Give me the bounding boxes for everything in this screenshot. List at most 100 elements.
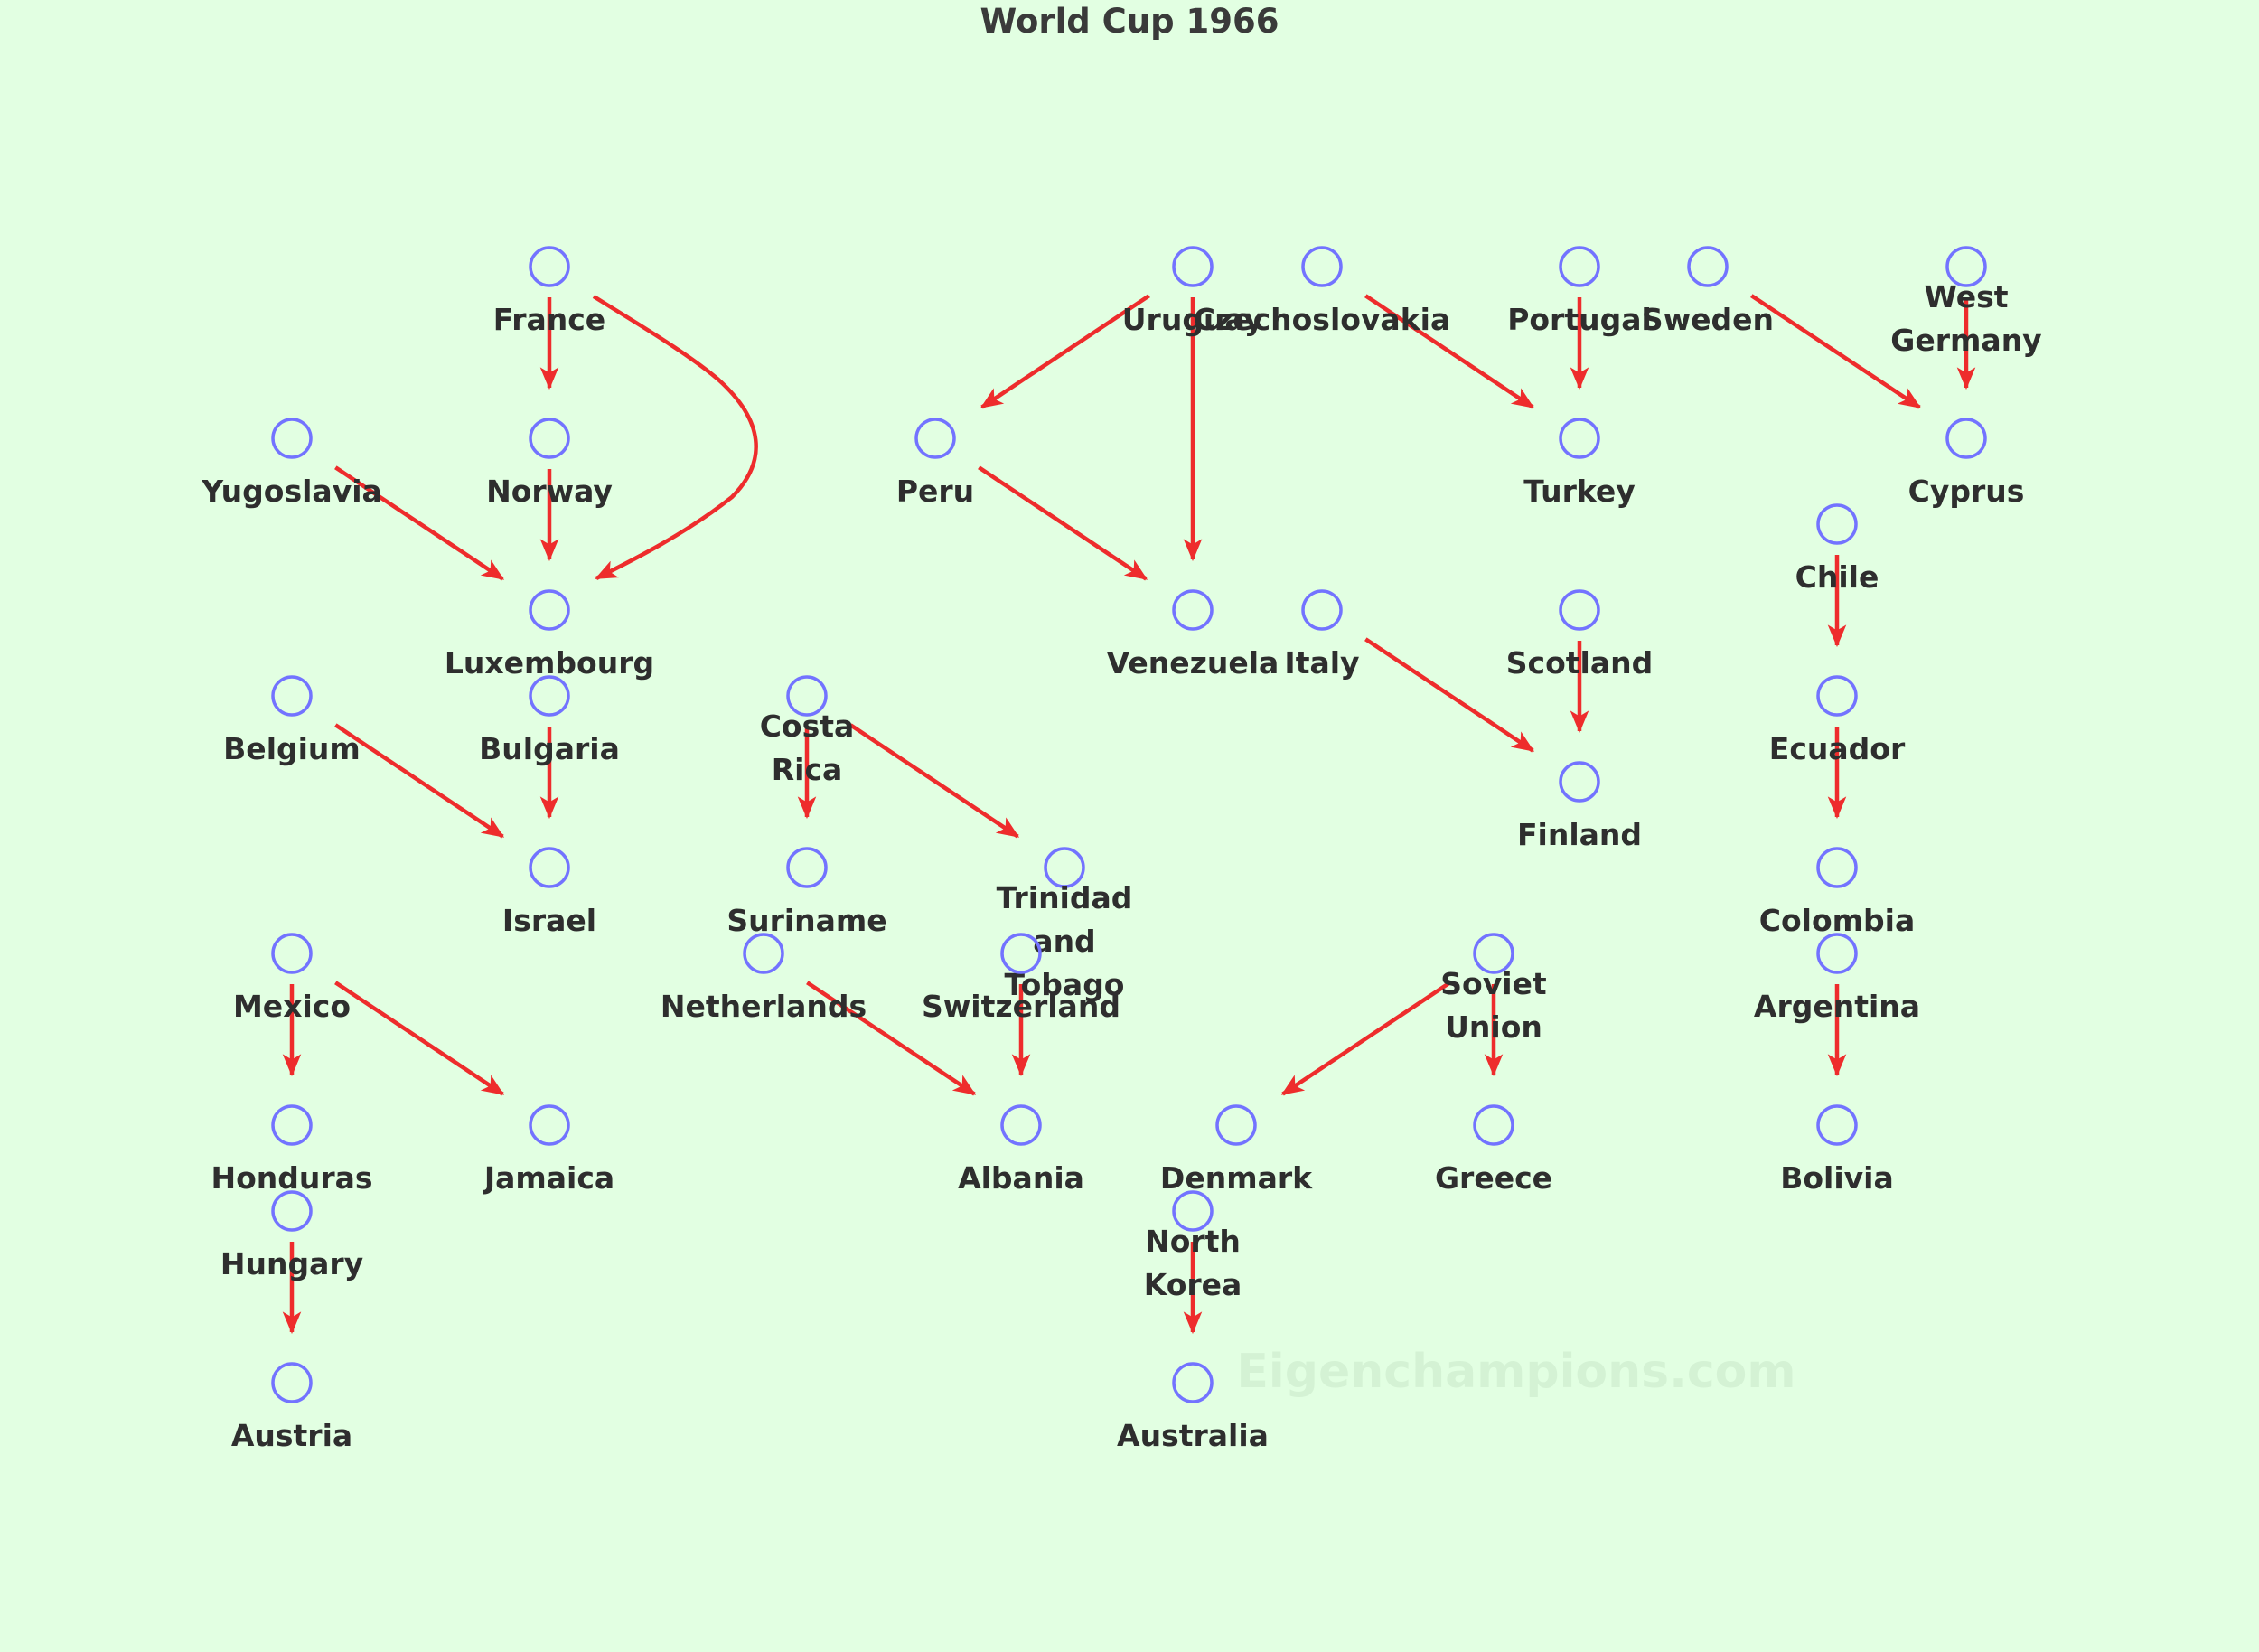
node-circle bbox=[529, 1104, 570, 1146]
node-label: Czechoslovakia bbox=[1194, 302, 1450, 337]
node-label: Argentina bbox=[1754, 989, 1920, 1024]
node-venezuela: Venezuela bbox=[1107, 589, 1279, 681]
node-label: Netherlands bbox=[661, 989, 867, 1024]
node-circle bbox=[1559, 246, 1600, 287]
node-label: Sweden bbox=[1642, 302, 1774, 337]
node-circle bbox=[1172, 589, 1214, 631]
edge-france-to-luxembourg bbox=[592, 295, 758, 581]
node-circle bbox=[1687, 246, 1729, 287]
diagram-title: World Cup 1966 bbox=[980, 2, 1279, 41]
node-label: Korea bbox=[1144, 1267, 1242, 1302]
node-circle bbox=[743, 933, 784, 974]
edge-peru-to-venezuela bbox=[978, 465, 1148, 581]
node-label: Uruguay bbox=[1122, 302, 1263, 337]
node-greece: Greece bbox=[1435, 1104, 1552, 1196]
node-circle bbox=[271, 933, 313, 974]
node-label: Australia bbox=[1117, 1418, 1269, 1453]
node-circle bbox=[271, 1362, 313, 1403]
node-denmark: Denmark bbox=[1160, 1104, 1313, 1196]
node-label: Norway bbox=[486, 474, 613, 509]
node-label: Colombia bbox=[1759, 903, 1915, 938]
node-circle bbox=[271, 418, 313, 459]
node-label: Hungary bbox=[220, 1246, 363, 1281]
node-label: Greece bbox=[1435, 1160, 1552, 1196]
node-chile: Chile bbox=[1795, 503, 1879, 595]
node-circle bbox=[1000, 933, 1042, 974]
node-label: Germany bbox=[1890, 323, 2041, 358]
node-circle bbox=[1559, 589, 1600, 631]
node-label: Italy bbox=[1284, 645, 1359, 681]
node-label: Turkey bbox=[1523, 474, 1636, 509]
node-label: Albania bbox=[958, 1160, 1084, 1196]
node-circle bbox=[529, 847, 570, 888]
node-circle bbox=[529, 418, 570, 459]
node-label: Yugoslavia bbox=[201, 474, 382, 509]
node-circle bbox=[1816, 675, 1858, 717]
node-australia: Australia bbox=[1117, 1362, 1269, 1453]
node-ecuador: Ecuador bbox=[1769, 675, 1906, 766]
node-circle bbox=[1945, 418, 1987, 459]
node-israel: Israel bbox=[502, 847, 596, 938]
node-circle bbox=[529, 589, 570, 631]
node-label: France bbox=[493, 302, 605, 337]
edge-mexico-to-jamaica bbox=[334, 981, 505, 1096]
node-circle bbox=[1816, 1104, 1858, 1146]
node-label: Union bbox=[1445, 1009, 1542, 1045]
node-scotland: Scotland bbox=[1506, 589, 1653, 681]
node-circle bbox=[1172, 1362, 1214, 1403]
node-label: Rica bbox=[772, 752, 843, 787]
edge-belgium-to-israel bbox=[334, 723, 505, 839]
node-label: and bbox=[1033, 924, 1095, 959]
node-italy: Italy bbox=[1284, 589, 1360, 681]
node-label: Venezuela bbox=[1107, 645, 1279, 681]
node-colombia: Colombia bbox=[1759, 847, 1915, 938]
node-label: Soviet bbox=[1440, 966, 1547, 1001]
node-label: Chile bbox=[1795, 559, 1879, 595]
node-label: Denmark bbox=[1160, 1160, 1313, 1196]
node-portugal: Portugal bbox=[1507, 246, 1652, 337]
edge-czechoslovakia-to-turkey bbox=[1364, 294, 1535, 409]
node-cyprus: Cyprus bbox=[1908, 418, 2025, 509]
edge-costa-rica-to-trinidad bbox=[849, 723, 1020, 839]
node-mexico: Mexico bbox=[233, 933, 351, 1024]
node-luxembourg: Luxembourg bbox=[445, 589, 654, 681]
node-turkey: Turkey bbox=[1523, 418, 1636, 509]
node-czechoslovakia: Czechoslovakia bbox=[1194, 246, 1450, 337]
node-circle bbox=[1301, 589, 1343, 631]
node-france: France bbox=[493, 246, 605, 337]
node-circle bbox=[786, 675, 828, 717]
node-netherlands: Netherlands bbox=[661, 933, 867, 1024]
node-label: Luxembourg bbox=[445, 645, 654, 681]
node-circle bbox=[1816, 503, 1858, 545]
node-suriname: Suriname bbox=[726, 847, 887, 938]
node-bolivia: Bolivia bbox=[1780, 1104, 1894, 1196]
node-label: Belgium bbox=[223, 731, 361, 766]
node-jamaica: Jamaica bbox=[483, 1104, 614, 1196]
node-circle bbox=[1172, 1190, 1214, 1232]
node-label: Finland bbox=[1517, 817, 1642, 852]
node-label: Peru bbox=[896, 474, 974, 509]
node-label: West bbox=[1924, 279, 2008, 314]
node-circle bbox=[271, 675, 313, 717]
node-switzerland: Switzerland bbox=[922, 933, 1120, 1024]
node-circle bbox=[1172, 246, 1214, 287]
node-label: Ecuador bbox=[1769, 731, 1906, 766]
node-austria: Austria bbox=[231, 1362, 352, 1453]
node-label: Portugal bbox=[1507, 302, 1652, 337]
node-label: Israel bbox=[502, 903, 596, 938]
node-finland: Finland bbox=[1517, 761, 1642, 852]
node-belgium: Belgium bbox=[223, 675, 361, 766]
node-label: Cyprus bbox=[1908, 474, 2025, 509]
node-circle bbox=[1473, 1104, 1514, 1146]
node-label: Switzerland bbox=[922, 989, 1120, 1024]
node-sweden: Sweden bbox=[1642, 246, 1774, 337]
edge-sweden-to-cyprus bbox=[1750, 294, 1922, 409]
node-label: Mexico bbox=[233, 989, 351, 1024]
node-circle bbox=[271, 1104, 313, 1146]
node-circle bbox=[1473, 933, 1514, 974]
edge-yugoslavia-to-luxembourg bbox=[334, 465, 505, 581]
